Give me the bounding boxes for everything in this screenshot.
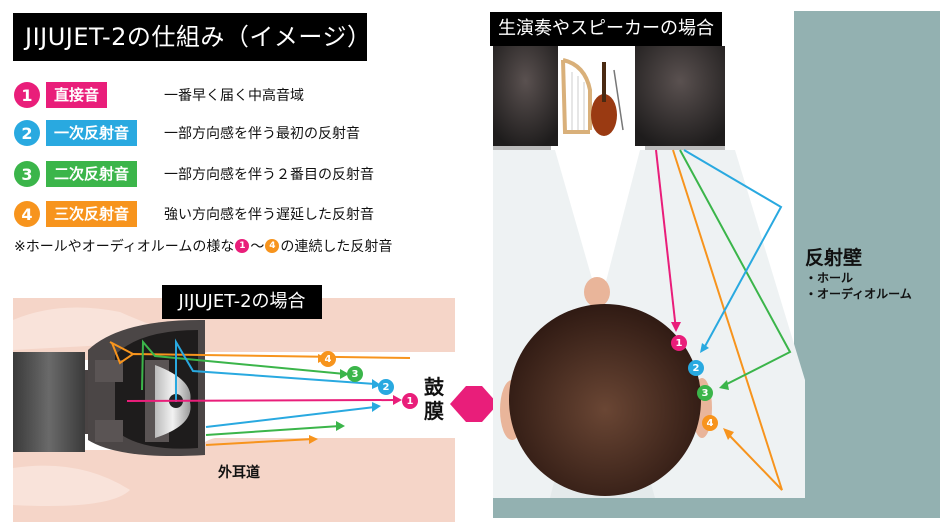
- note-prefix: ※ホールやオーディオルームの様な: [14, 239, 235, 255]
- number-badge: 1: [14, 82, 40, 108]
- live-panel-title: 生演奏やスピーカーの場合: [490, 12, 722, 46]
- eardrum-label: 鼓膜: [424, 375, 444, 423]
- legend-tag: 二次反射音: [46, 161, 138, 187]
- note-badge-4: 4: [265, 239, 280, 253]
- legend-item-direct: 1 直接音 一番早く届く中高音域: [14, 82, 304, 108]
- head-marker-4: 4: [702, 415, 718, 431]
- earphone-illustration: [13, 298, 498, 522]
- legend-tag: 一次反射音: [46, 120, 138, 146]
- note-suffix: の連続した反射音: [280, 239, 393, 255]
- legend-tag: 直接音: [46, 82, 108, 108]
- marker-1: 1: [402, 393, 418, 409]
- wall-item-audio-room: ・オーディオルーム: [805, 287, 912, 301]
- legend-note: ※ホールやオーディオルームの様な 1 〜 4 の連続した反射音: [14, 236, 392, 256]
- wall-item-hall: ・ホール: [805, 271, 854, 285]
- wall-title: 反射壁: [805, 247, 863, 269]
- number-badge: 4: [14, 201, 40, 227]
- legend-desc: 一番早く届く中高音域: [164, 88, 304, 104]
- legend-item-first-reflection: 2 一次反射音 一部方向感を伴う最初の反射音: [14, 120, 360, 146]
- legend-desc: 一部方向感を伴う２番目の反射音: [164, 167, 374, 183]
- marker-2: 2: [378, 379, 394, 395]
- legend-desc: 一部方向感を伴う最初の反射音: [164, 126, 360, 142]
- head-marker-2: 2: [688, 360, 704, 376]
- legend-desc: 強い方向感を伴う遅延した反射音: [164, 207, 374, 223]
- legend-item-second-reflection: 3 二次反射音 一部方向感を伴う２番目の反射音: [14, 161, 374, 187]
- jijujet-panel-title: JIJUJET-2の場合: [162, 285, 322, 319]
- number-badge: 2: [14, 120, 40, 146]
- head-marker-1: 1: [671, 335, 687, 351]
- marker-3: 3: [347, 366, 363, 382]
- marker-4: 4: [320, 351, 336, 367]
- head-marker-3: 3: [697, 385, 713, 401]
- number-badge: 3: [14, 161, 40, 187]
- main-title: JIJUJET-2の仕組み（イメージ）: [13, 13, 371, 61]
- legend-tag: 三次反射音: [46, 201, 138, 227]
- note-badge-1: 1: [235, 239, 250, 253]
- legend-item-third-reflection: 4 三次反射音 強い方向感を伴う遅延した反射音: [14, 201, 374, 227]
- note-tilde: 〜: [250, 239, 265, 255]
- ear-canal-label: 外耳道: [218, 465, 260, 481]
- live-illustration: [493, 11, 940, 518]
- reflective-wall-label: 反射壁 ・ホール ・オーディオルーム: [805, 243, 912, 302]
